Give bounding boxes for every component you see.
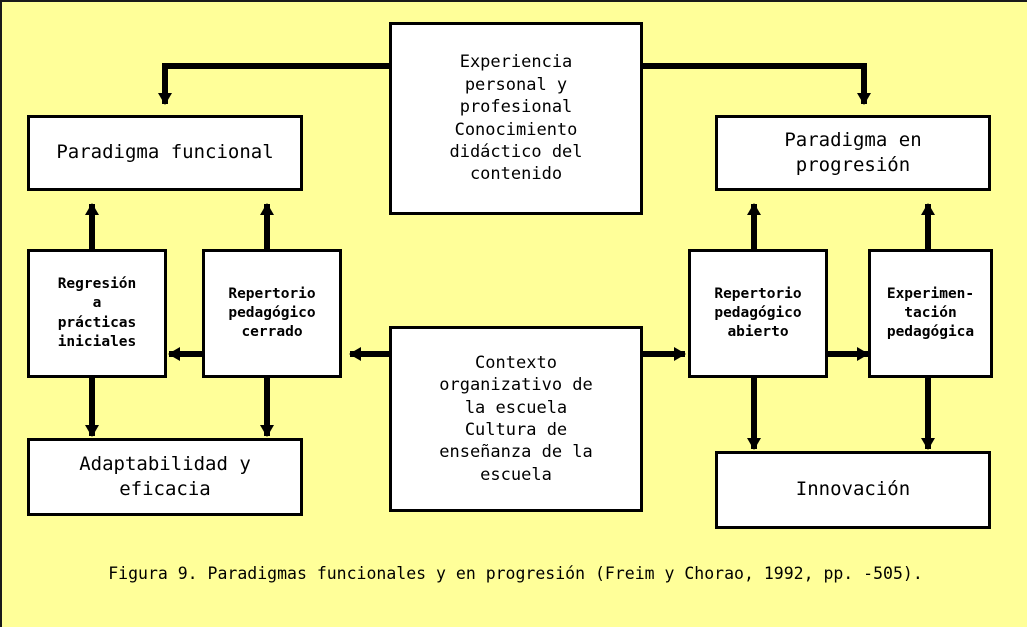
node-adaptabilidad-label: Adaptabilidad y eficacia [79,452,251,500]
node-paradigma-progresion[interactable]: Paradigma en progresión [715,115,991,191]
connector-experiencia-to-paradigma-funcional [158,63,390,105]
node-repertorio-cerrado-label: Repertorio pedagógico cerrado [228,285,316,341]
node-repertorio-abierto-label: Repertorio pedagógico abierto [714,285,802,341]
node-experimentacion-label: Experimen- tación pedagógica [886,285,975,341]
node-paradigma-funcional[interactable]: Paradigma funcional [27,115,303,191]
connector-experiencia-to-paradigma-progresion [642,63,871,105]
node-adaptabilidad[interactable]: Adaptabilidad y eficacia [27,438,303,516]
node-experiencia[interactable]: Experiencia personal y profesional Conoc… [389,22,643,215]
node-contexto[interactable]: Contexto organizativo de la escuela Cult… [389,326,643,512]
node-innovacion[interactable]: Innovación [715,451,991,529]
node-paradigma-progresion-label: Paradigma en progresión [784,128,922,176]
node-innovacion-label: Innovación [795,478,911,501]
node-repertorio-cerrado[interactable]: Repertorio pedagógico cerrado [202,249,342,378]
node-repertorio-abierto[interactable]: Repertorio pedagógico abierto [688,249,828,378]
node-contexto-label: Contexto organizativo de la escuela Cult… [439,352,593,485]
node-paradigma-funcional-label: Paradigma funcional [56,141,274,164]
node-regresion-label: Regresión a prácticas iniciales [57,276,137,350]
figure-caption: Figura 9. Paradigmas funcionales y en pr… [108,564,923,583]
node-experiencia-label: Experiencia personal y profesional Conoc… [449,52,583,185]
node-experimentacion[interactable]: Experimen- tación pedagógica [868,249,993,378]
node-regresion[interactable]: Regresión a prácticas iniciales [27,249,167,378]
